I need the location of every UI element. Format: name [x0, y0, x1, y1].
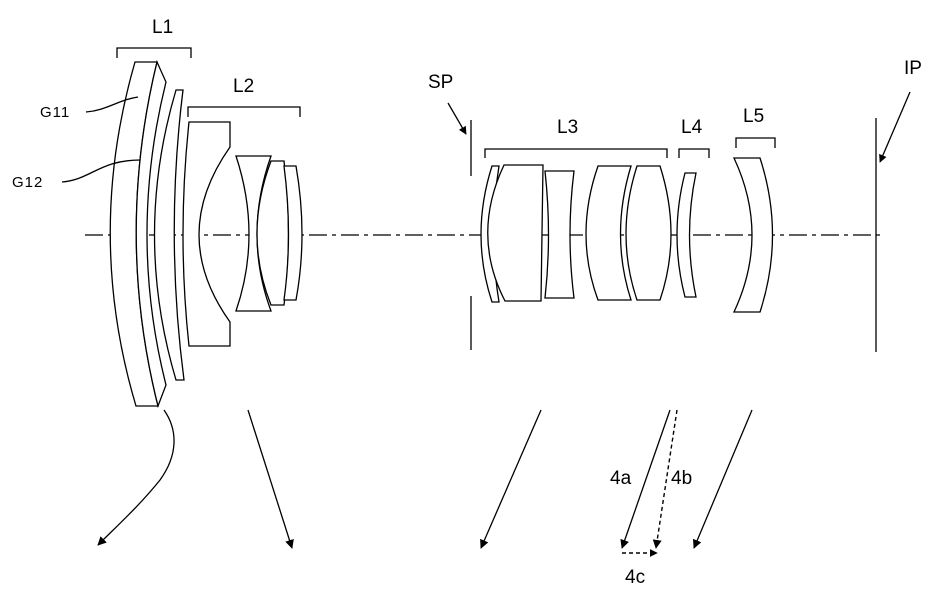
lens-element-G11-cemented [135, 60, 167, 409]
label-L3: L3 [557, 117, 578, 138]
movement-arrow-L3 [480, 409, 542, 549]
leader-G11 [85, 96, 139, 113]
label-L2: L2 [233, 76, 254, 97]
lens-element-L3-2 [487, 164, 544, 302]
leader-G12 [61, 159, 141, 183]
lens-element-L3-5 [625, 165, 672, 301]
bracket-L1 [116, 47, 192, 58]
lens-element-L3-3 [544, 170, 575, 299]
leader-SP [447, 102, 467, 135]
lens-element-L2-4 [283, 165, 303, 301]
lens-element-G12 [153, 89, 185, 381]
lens-group-L2 [182, 121, 303, 347]
label-4b: 4b [671, 468, 692, 489]
label-L1: L1 [152, 17, 173, 38]
label-4a: 4a [610, 468, 632, 489]
label-SP: SP [428, 72, 453, 93]
label-G12: G12 [12, 174, 43, 191]
lens-element-L5 [732, 157, 774, 313]
movement-arrow-L5 [692, 409, 753, 549]
label-G11: G11 [40, 104, 70, 121]
movement-arrow-L1 [97, 409, 175, 546]
bracket-L2 [187, 106, 301, 117]
bracket-L4 [678, 148, 710, 158]
movement-arrow-4b [652, 409, 678, 549]
label-4c: 4c [625, 567, 645, 588]
lens-element-L3-4 [585, 165, 632, 301]
label-L5: L5 [743, 106, 764, 127]
lens-element-L2-1 [182, 121, 231, 347]
movement-arrow-4a [620, 409, 671, 549]
bracket-L3 [484, 148, 668, 158]
bracket-L5 [735, 137, 776, 148]
lens-group-L1 [109, 60, 185, 409]
lens-element-L4 [676, 172, 697, 298]
leader-IP [879, 91, 911, 163]
label-L4: L4 [681, 117, 703, 138]
label-IP: IP [904, 58, 922, 79]
movement-arrow-L2 [247, 409, 294, 549]
lens-group-L3 [480, 164, 672, 303]
